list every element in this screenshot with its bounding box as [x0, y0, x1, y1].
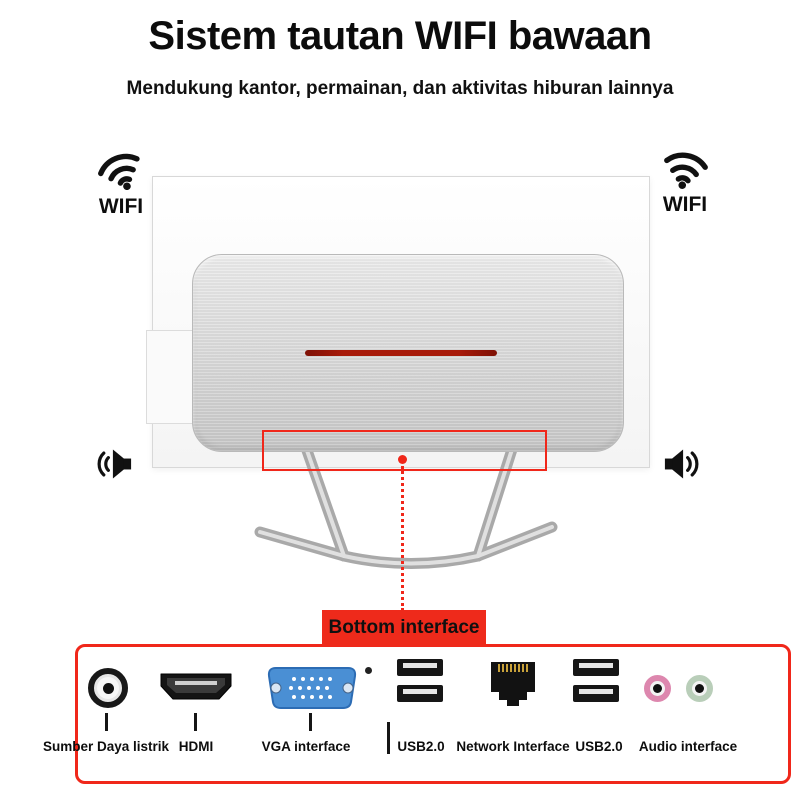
port-label-audio: Audio interface — [638, 739, 738, 754]
callout-dot — [398, 455, 407, 464]
speaker-icon-left — [92, 446, 132, 487]
callout-dotted-line — [401, 466, 404, 611]
vga-port-icon — [264, 664, 360, 717]
wifi-label: WIFI — [662, 193, 708, 216]
wifi-badge-left: WIFI — [86, 146, 156, 219]
usb-port-icon-1 — [397, 659, 443, 702]
wifi-icon — [87, 138, 154, 205]
port-label-usb1: USB2.0 — [397, 739, 445, 754]
usb-port-icon-2 — [573, 659, 619, 702]
audio-jack-pink-icon — [644, 675, 671, 702]
wifi-label: WIFI — [98, 195, 144, 218]
callout-label: Bottom interface — [322, 610, 486, 646]
wifi-badge-right: WIFI — [650, 144, 720, 217]
audio-jack-green-icon — [686, 675, 713, 702]
hdmi-port-icon — [159, 672, 233, 707]
power-jack-icon — [88, 668, 128, 708]
monitor-side-tab — [146, 330, 194, 424]
speaker-icon-right — [664, 446, 704, 487]
tick-mark — [105, 713, 108, 731]
wifi-icon — [655, 140, 715, 199]
tick-mark — [309, 713, 312, 731]
port-label-hdmi: HDMI — [178, 739, 214, 754]
port-label-usb2: USB2.0 — [575, 739, 623, 754]
port-label-vga: VGA interface — [261, 739, 351, 754]
port-label-network: Network Interface — [456, 739, 570, 754]
red-vent-slot — [305, 350, 497, 356]
network-port-icon — [486, 658, 540, 715]
page-title: Sistem tautan WIFI bawaan — [148, 14, 652, 58]
label-divider — [387, 722, 390, 754]
tick-mark — [194, 713, 197, 731]
vga-screw-dot — [365, 667, 372, 674]
callout-highlight-rect — [262, 430, 547, 471]
monitor-stand — [254, 440, 558, 569]
page-subtitle: Mendukung kantor, permainan, dan aktivit… — [126, 78, 674, 99]
port-label-power: Sumber Daya listrik — [42, 739, 170, 754]
